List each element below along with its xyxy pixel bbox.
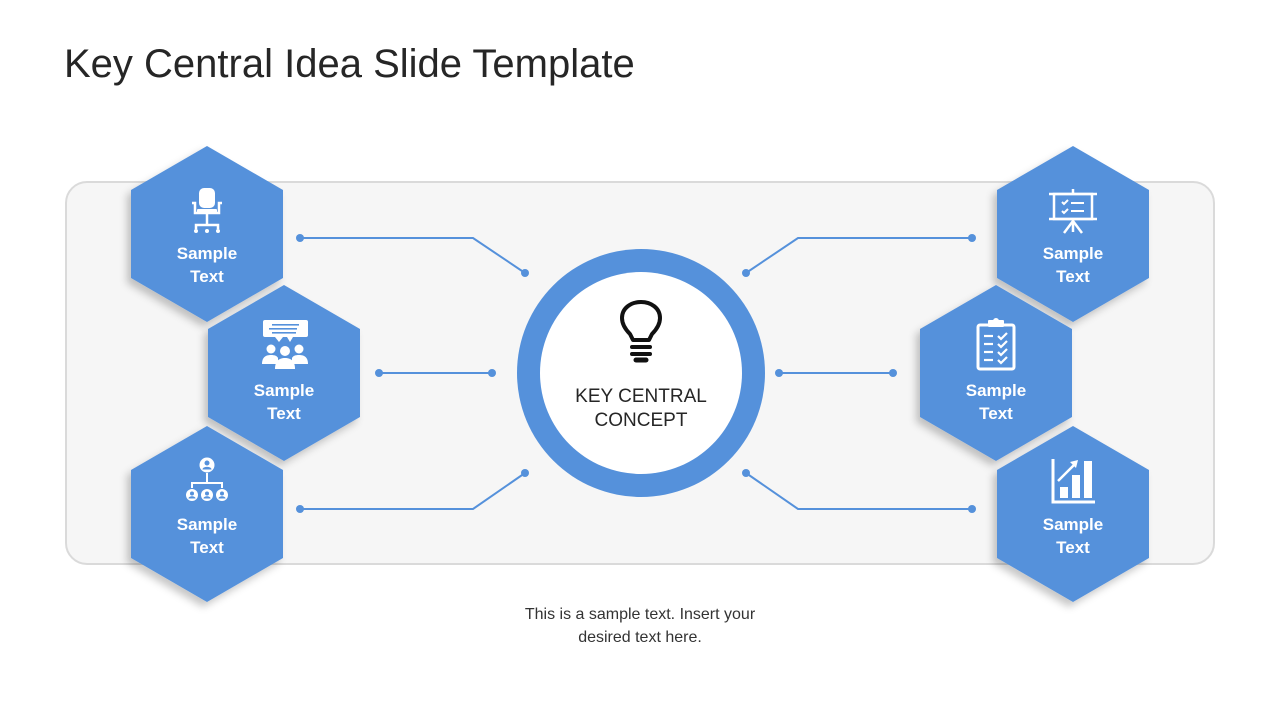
hexagon-right-top <box>997 146 1149 322</box>
connector-left-bottom <box>300 472 526 510</box>
node-label-line2: Text <box>190 538 224 557</box>
central-concept-line1: KEY CENTRAL <box>575 386 707 407</box>
connector-left-top <box>300 237 526 274</box>
footer-line1: This is a sample text. Insert your <box>524 606 756 623</box>
lightbulb-icon <box>620 300 662 363</box>
node-label-line2: Text <box>190 267 224 286</box>
connector-right-bottom <box>745 472 972 510</box>
slide-title: Key Central Idea Slide Template <box>64 42 635 86</box>
hexagon-right-bottom <box>997 426 1149 602</box>
org-chart-icon <box>186 457 228 501</box>
connector-lines <box>300 237 972 510</box>
footer-description: This is a sample text. Insert your desir… <box>440 603 840 649</box>
node-label-right-bottom: Sample Text <box>1013 513 1133 559</box>
hexagon-left-bottom <box>131 426 283 602</box>
node-label-line1: Sample <box>176 515 238 534</box>
node-label-left-bottom: Sample Text <box>147 513 267 559</box>
office-chair-icon <box>192 188 222 233</box>
node-label-line1: Sample <box>965 381 1027 400</box>
node-label-line2: Text <box>267 404 301 423</box>
connector-dots <box>296 234 976 513</box>
node-label-right-top: Sample Text <box>1013 242 1133 288</box>
node-label-line1: Sample <box>1042 244 1104 263</box>
connector-right-top <box>745 237 972 274</box>
footer-line2: desired text here. <box>578 629 702 646</box>
growth-chart-icon <box>1051 459 1095 504</box>
node-label-right-middle: Sample Text <box>936 379 1056 425</box>
presentation-board-icon <box>1049 189 1097 234</box>
hexagon-right-middle <box>920 285 1072 461</box>
node-label-line1: Sample <box>1042 515 1104 534</box>
central-concept-circle <box>517 249 765 497</box>
node-label-line2: Text <box>1056 538 1090 557</box>
team-discussion-icon <box>262 320 308 369</box>
node-label-line2: Text <box>979 404 1013 423</box>
node-label-left-top: Sample Text <box>147 242 267 288</box>
central-concept-line2: CONCEPT <box>594 410 688 431</box>
node-label-line2: Text <box>1056 267 1090 286</box>
node-label-line1: Sample <box>176 244 238 263</box>
node-label-line1: Sample <box>253 381 315 400</box>
clipboard-checklist-icon <box>976 318 1016 371</box>
hexagon-left-middle <box>208 285 360 461</box>
node-label-left-middle: Sample Text <box>224 379 344 425</box>
hexagon-left-top <box>131 146 283 322</box>
central-concept-label: KEY CENTRAL CONCEPT <box>541 385 741 433</box>
